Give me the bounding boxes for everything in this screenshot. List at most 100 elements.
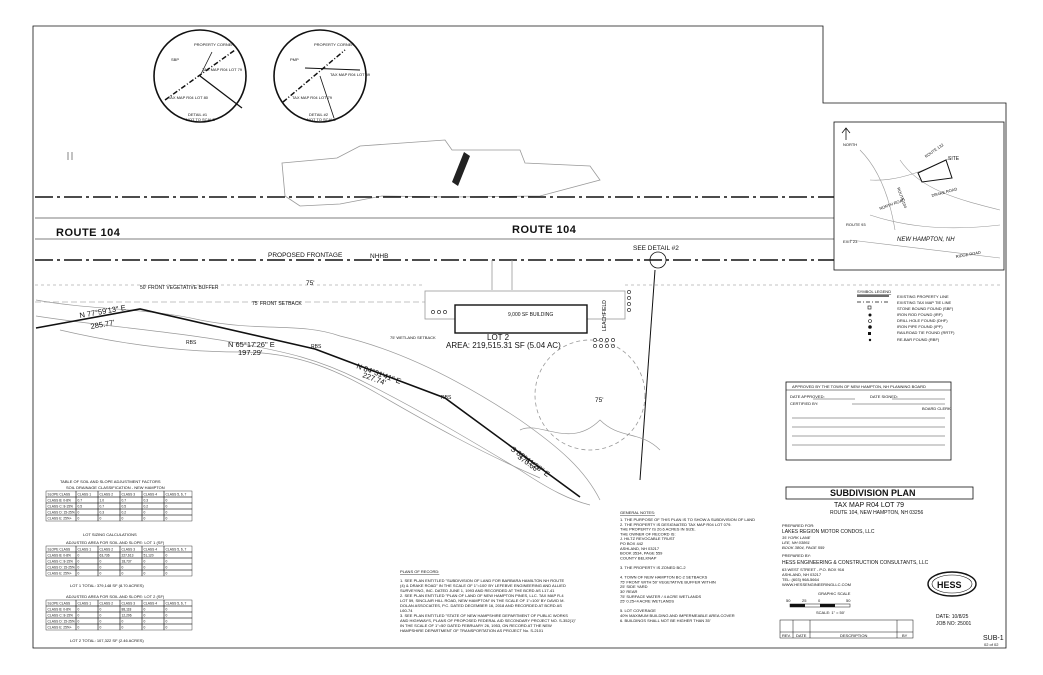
svg-text:TAX MAP R04 LOT 80: TAX MAP R04 LOT 80 xyxy=(168,95,209,100)
svg-text:LAKES REGION MOTOR CONDOS, LLC: LAKES REGION MOTOR CONDOS, LLC xyxy=(782,529,875,535)
svg-text:PREPARED FOR:: PREPARED FOR: xyxy=(782,523,814,528)
plans_of_record-line: HAMPSHIRE DEPARTMENT OF TRANSPORTATION A… xyxy=(400,628,544,633)
locus-map: NORTH SITE NEW HAMPTON, NH EXIT 23 ROUTE… xyxy=(833,121,1005,271)
table-cell: 0 xyxy=(100,625,102,629)
table-cell: 0.7 xyxy=(122,498,127,502)
general_notes-line: 4. TOWN OF NEW HAMPTON BC-2 SETBACKS xyxy=(620,575,708,580)
table-cell: 0.3 xyxy=(144,498,149,502)
table-cell: 0.7 xyxy=(78,498,83,502)
table-header-cell: SLOPE CLASS xyxy=(48,547,72,551)
plans_of_record-line: 1. SEE PLAN ENTITLED "SUBDIVISION OF LAN… xyxy=(400,578,565,583)
svg-text:RBS: RBS xyxy=(311,344,322,350)
proposed-frontage-label: PROPOSED FRONTAGE xyxy=(268,252,343,259)
table-cell: 0.5 xyxy=(78,504,83,508)
table-cell: 0 xyxy=(166,498,168,502)
svg-text:CERTIFIED BY:: CERTIFIED BY: xyxy=(790,401,818,406)
plans-of-record: PLANS OF RECORD: 1. SEE PLAN ENTITLED "S… xyxy=(400,569,577,633)
plans_of_record-line: L60-74 xyxy=(400,608,413,613)
table-header-cell: CLASS 3 xyxy=(122,492,136,496)
table-cell: 0.2 xyxy=(144,504,149,508)
svg-text:63 WEST STREET - P.O. BOX 916: 63 WEST STREET - P.O. BOX 916 xyxy=(782,567,845,572)
svg-text:RIDGE ROAD: RIDGE ROAD xyxy=(955,250,981,259)
table-cell: CLASS C: 8-15% xyxy=(48,559,74,563)
table-caption: ADJUSTED AREA FOR SOIL AND SLOPE: LOT 1 … xyxy=(66,540,165,545)
table-header-cell: CLASS 4 xyxy=(144,547,158,551)
symbol-legend: SYMBOL LEGEND EXISTING PROPERTY LINE EXI… xyxy=(857,289,955,342)
table-cell: 0 xyxy=(144,613,146,617)
table-cell: CLASS D: 15-25% xyxy=(48,565,75,569)
table-cell: 0 xyxy=(166,607,168,611)
table-cell-border xyxy=(163,502,193,510)
table-cell: CLASS B: 0-8% xyxy=(48,498,72,502)
general_notes-line: 3. THE PROPERTY IS ZONED BC-2 xyxy=(620,565,686,570)
svg-text:NORTH: NORTH xyxy=(843,142,857,147)
table-cell: 0 xyxy=(166,613,168,617)
table-cell: 0 xyxy=(122,571,124,575)
table-cell: CLASS B: 0-8% xyxy=(48,607,72,611)
front-setback-label: 75' FRONT SETBACK xyxy=(252,301,302,307)
planning-board-approval: APPROVED BY THE TOWN OF NEW HAMPTON, NH … xyxy=(785,381,952,461)
table-cell: 0 xyxy=(166,559,168,563)
route-104-roadway xyxy=(35,196,1000,303)
svg-text:TABLE OF SOIL AND SLOPE ADJUST: TABLE OF SOIL AND SLOPE ADJUSTMENT FACTO… xyxy=(60,479,161,484)
svg-text:RBS: RBS xyxy=(441,395,452,401)
svg-text:NEW HAMPTON, NH: NEW HAMPTON, NH xyxy=(897,237,955,243)
table-cell: 18,737 xyxy=(122,559,132,563)
table-cell: 0 xyxy=(100,619,102,623)
svg-text:ROUTE 93: ROUTE 93 xyxy=(846,222,866,227)
svg-text:SUBDIVISION PLAN: SUBDIVISION PLAN xyxy=(830,488,916,498)
svg-text:BOOK 3804, PAGE 559: BOOK 3804, PAGE 559 xyxy=(782,545,825,550)
table-caption: ADJUSTED AREA FOR SOIL AND SLOPE: LOT 2 … xyxy=(66,594,165,599)
table-cell: 0 xyxy=(122,619,124,623)
table-cell: 0 xyxy=(166,571,168,575)
svg-text:RAILROAD TIE FOUND (RRTF): RAILROAD TIE FOUND (RRTF) xyxy=(897,330,955,335)
svg-text:NOT TO SCALE: NOT TO SCALE xyxy=(307,117,336,122)
table-cell: 0 xyxy=(166,516,168,520)
general_notes-line: 25' 0.25<4 ACRE WETLANDS xyxy=(620,599,674,604)
svg-text:DATE: 10/8/25: DATE: 10/8/25 xyxy=(936,614,969,620)
table-cell: 0 xyxy=(78,553,80,557)
front-buffer-label: 50' FRONT VEGETATIVE BUFFER xyxy=(140,285,219,291)
table-header-cell: CLASS 5, 6, 7 xyxy=(166,601,187,605)
table-cell: 0 xyxy=(78,516,80,520)
general_notes-line: 1. THE PURPOSE OF THIS PLAN IS TO SHOW A… xyxy=(620,517,755,522)
table-cell: 0 xyxy=(78,559,80,563)
sheet-border xyxy=(32,25,1007,649)
table-cell: 1.0 xyxy=(100,498,105,502)
svg-text:DRAKE ROAD: DRAKE ROAD xyxy=(931,186,958,198)
svg-text:DATE: DATE xyxy=(796,633,807,638)
table-cell: 0 xyxy=(100,559,102,563)
table-cell: CLASS C: 8-15% xyxy=(48,613,74,617)
table-header-cell: CLASS 2 xyxy=(100,492,114,496)
svg-text:DETAIL #1: DETAIL #1 xyxy=(188,112,208,117)
table-cell-border xyxy=(163,617,193,625)
svg-text:BY: BY xyxy=(902,633,908,638)
table-cell-border xyxy=(163,611,193,619)
svg-text:LEE, NH 03861: LEE, NH 03861 xyxy=(782,540,810,545)
table-cell: 0 xyxy=(78,510,80,514)
south-property-line xyxy=(35,308,581,498)
svg-text:TAX MAP R04 LOT 79: TAX MAP R04 LOT 79 xyxy=(292,95,333,100)
svg-text:IRON PIPE FOUND (IPF): IRON PIPE FOUND (IPF) xyxy=(897,324,943,329)
table-cell: CLASS B: 0-8% xyxy=(48,553,72,557)
general_notes-line: 5. LOT COVERAGE xyxy=(620,608,656,613)
general_notes-line: PO BOX 442 xyxy=(620,541,644,546)
svg-text:APPROVED BY THE TOWN OF NEW HA: APPROVED BY THE TOWN OF NEW HAMPTON, NH … xyxy=(792,384,926,389)
table-cell: 0 xyxy=(122,625,124,629)
table-cell: CLASS D: 15-25% xyxy=(48,619,75,623)
table-cell: 0 xyxy=(144,516,146,520)
table-cell: 0 xyxy=(144,510,146,514)
table-cell-border xyxy=(163,508,193,516)
table-cell: 0 xyxy=(122,516,124,520)
table-cell-border xyxy=(163,605,193,613)
table-cell: 0 xyxy=(166,553,168,557)
svg-text:25: 25 xyxy=(802,598,807,603)
general_notes-line: 75' FRONT WITH 50' VEGETATIVE BUFFER WIT… xyxy=(620,579,716,584)
table-cell: 0 xyxy=(100,565,102,569)
table-cell-border xyxy=(163,623,193,631)
general_notes-line: THE PROPERTY IS 20.6 ACRES IN SIZE. xyxy=(620,527,696,532)
building-label: 9,000 SF BUILDING xyxy=(508,312,553,318)
svg-text:BOARD CLERK: BOARD CLERK xyxy=(922,406,951,411)
table-cell-border xyxy=(163,496,193,504)
table-cell-border xyxy=(163,569,193,577)
